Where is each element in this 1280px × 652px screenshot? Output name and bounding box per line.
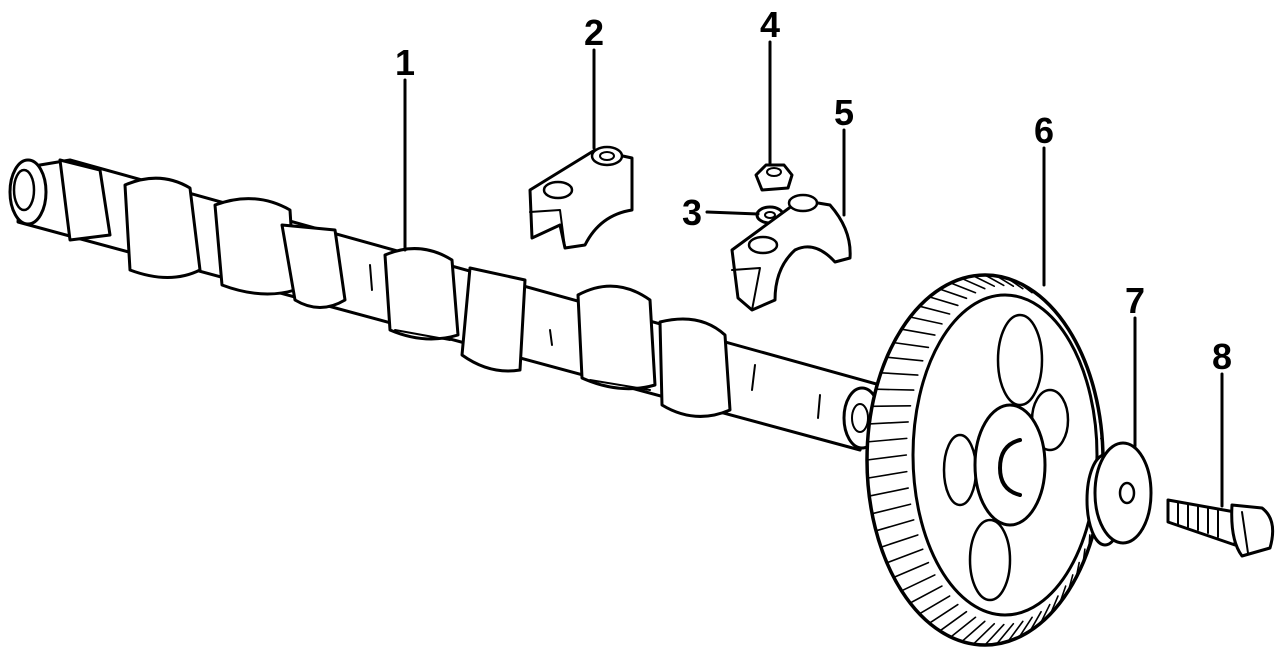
pulley-tooth — [1049, 595, 1059, 615]
pulley-tooth — [1096, 404, 1099, 408]
pulley-tooth — [1018, 282, 1033, 294]
camshaft — [8, 158, 882, 452]
pulley-tooth — [880, 534, 919, 549]
pulley-tooth — [1007, 620, 1024, 643]
pulley-tooth — [918, 595, 951, 615]
pulley-tooth — [900, 574, 936, 592]
pulley-tooth — [1075, 561, 1080, 579]
pulley-tooth — [939, 288, 968, 300]
pulley-tooth — [918, 305, 951, 315]
timing-pulley — [865, 273, 1105, 647]
pulley-tooth — [949, 616, 977, 638]
pulley-tooth — [1098, 421, 1102, 425]
pulley-tooth — [984, 623, 1005, 646]
pulley-tooth — [1039, 603, 1051, 624]
pulley-tooth — [886, 548, 924, 564]
callout-6: 6 — [1034, 110, 1054, 151]
pulley-tooth — [871, 503, 912, 515]
callout-8: 8 — [1212, 336, 1232, 377]
leader-lines — [403, 40, 1224, 508]
pulley-tooth — [909, 316, 943, 325]
callout-1: 1 — [395, 42, 415, 83]
leader-3 — [705, 210, 760, 216]
pulley-tooth — [866, 454, 908, 461]
pulley-tooth — [1018, 616, 1033, 638]
pulley-tooth — [892, 561, 930, 579]
pulley-tooth — [961, 277, 986, 290]
pulley-bolt — [1166, 498, 1275, 558]
pulley-tooth — [1039, 296, 1051, 307]
pulley-tooth — [886, 356, 924, 362]
pulley-tooth — [949, 282, 977, 294]
pulley-tooth — [1075, 341, 1080, 349]
pulley-tooth — [1082, 548, 1086, 564]
pulley-tooth — [1029, 610, 1042, 632]
pulley-tooth — [939, 610, 968, 632]
pulley-tooth — [1067, 328, 1074, 336]
pulley-tooth — [1088, 534, 1091, 549]
pulley-tooth — [928, 296, 959, 307]
callout-3: 3 — [682, 192, 702, 233]
callout-2: 2 — [584, 12, 604, 53]
pulley-tooth — [1082, 356, 1086, 362]
pulley-tooth — [972, 275, 996, 288]
pulley-tooth — [909, 585, 943, 604]
pulley-washer — [1085, 441, 1153, 547]
pulley-tooth — [1088, 371, 1091, 376]
callout-4: 4 — [760, 4, 780, 45]
pulley-tooth — [1029, 288, 1042, 300]
pulley-tooth — [871, 404, 912, 408]
pulley-tooth — [995, 275, 1015, 288]
pulley-tooth — [1059, 316, 1067, 325]
pulley-tooth — [868, 421, 909, 425]
pulley-tooth — [880, 371, 919, 376]
pulley-tooth — [984, 274, 1005, 287]
pulley-tooth — [875, 519, 915, 532]
nut — [754, 163, 794, 192]
pulley-tooth — [972, 622, 996, 645]
pulley-tooth — [892, 341, 930, 349]
pulley-tooth — [866, 470, 908, 479]
pulley-tooth — [868, 487, 909, 497]
pulley-tooth — [961, 620, 986, 643]
pulley-tooth — [900, 328, 936, 336]
pulley-tooth — [1049, 305, 1059, 315]
bearing-cap-left — [528, 145, 634, 250]
pulley-tooth — [928, 603, 959, 624]
callout-7: 7 — [1125, 280, 1145, 321]
callout-5: 5 — [834, 92, 854, 133]
pulley-tooth — [1100, 437, 1104, 443]
pulley-tooth — [1007, 277, 1024, 290]
bearing-cap-right — [730, 193, 852, 312]
pulley-tooth — [866, 437, 908, 443]
pulley-tooth — [1059, 585, 1067, 604]
pulley-tooth — [995, 622, 1015, 645]
pulley-tooth — [1067, 574, 1074, 592]
pulley-tooth — [875, 388, 915, 391]
